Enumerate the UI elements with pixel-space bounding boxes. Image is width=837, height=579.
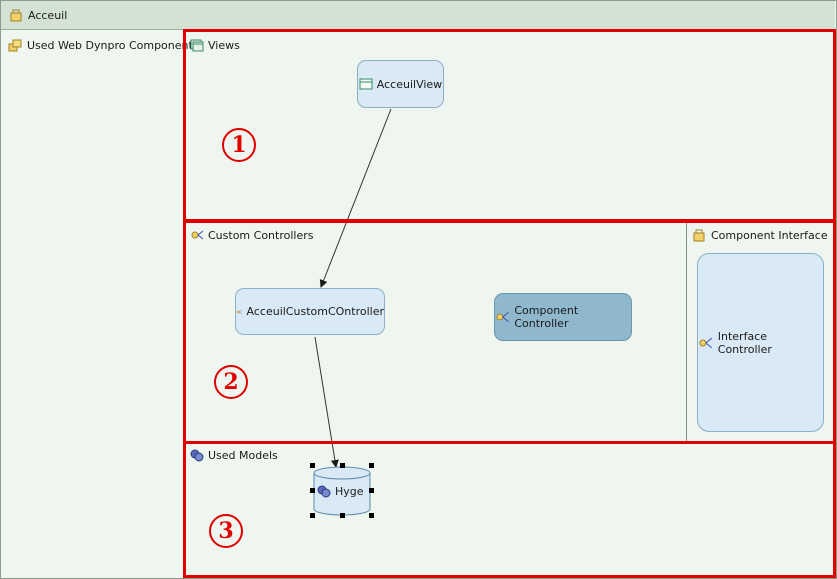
views-icon bbox=[190, 39, 204, 52]
hyge-model-label: Hyge bbox=[335, 484, 364, 498]
window-title: Acceuil bbox=[28, 9, 68, 22]
custom-controllers-icon bbox=[191, 230, 204, 240]
cylinder-shape bbox=[313, 466, 371, 516]
component-controller-label: Component Controller bbox=[514, 304, 579, 330]
selection-handle[interactable] bbox=[310, 488, 315, 493]
used-models-label: Used Models bbox=[208, 449, 278, 462]
component-controller-node[interactable]: Component Controller bbox=[494, 293, 632, 341]
selection-handle[interactable] bbox=[369, 463, 374, 468]
selection-handle[interactable] bbox=[310, 463, 315, 468]
model-icon bbox=[317, 485, 331, 498]
component-interface-label: Component Interface bbox=[711, 229, 828, 242]
used-models-icon bbox=[190, 449, 204, 462]
acceuil-custom-controller-node[interactable]: AcceuilCustomCOntroller bbox=[235, 288, 385, 335]
controller-icon bbox=[699, 337, 713, 348]
selection-handle[interactable] bbox=[340, 513, 345, 518]
controller-to-model-link bbox=[314, 336, 339, 468]
interface-controller-label: Interface Controller bbox=[717, 329, 772, 356]
interface-controller-node[interactable]: Interface Controller bbox=[697, 253, 824, 432]
view-window-icon bbox=[359, 78, 373, 90]
used-components-icon bbox=[8, 39, 22, 52]
component-interface-icon bbox=[693, 229, 705, 242]
selection-handle[interactable] bbox=[369, 488, 374, 493]
annotation-number-1: 1 bbox=[222, 128, 256, 162]
view-to-controller-link bbox=[319, 108, 392, 288]
used-components-label: Used Web Dynpro Components bbox=[27, 39, 199, 52]
component-interface-divider bbox=[686, 221, 687, 441]
annotation-number-2: 2 bbox=[214, 365, 248, 399]
component-icon bbox=[10, 9, 22, 22]
annotation-number-3: 3 bbox=[209, 514, 243, 548]
window-titlebar: Acceuil bbox=[1, 1, 835, 30]
views-label: Views bbox=[208, 39, 240, 52]
controller-icon bbox=[496, 311, 509, 323]
selection-handle[interactable] bbox=[340, 463, 345, 468]
custom-controllers-label: Custom Controllers bbox=[208, 229, 314, 242]
acceuil-view-label: AcceuilView bbox=[376, 77, 443, 91]
acceuil-view-node[interactable]: AcceuilView bbox=[357, 60, 444, 108]
selection-handle[interactable] bbox=[310, 513, 315, 518]
acceuil-custom-controller-label: AcceuilCustomCOntroller bbox=[246, 305, 384, 318]
hyge-model-node[interactable]: Hyge bbox=[313, 466, 371, 516]
controller-icon bbox=[236, 309, 242, 314]
selection-handle[interactable] bbox=[369, 513, 374, 518]
